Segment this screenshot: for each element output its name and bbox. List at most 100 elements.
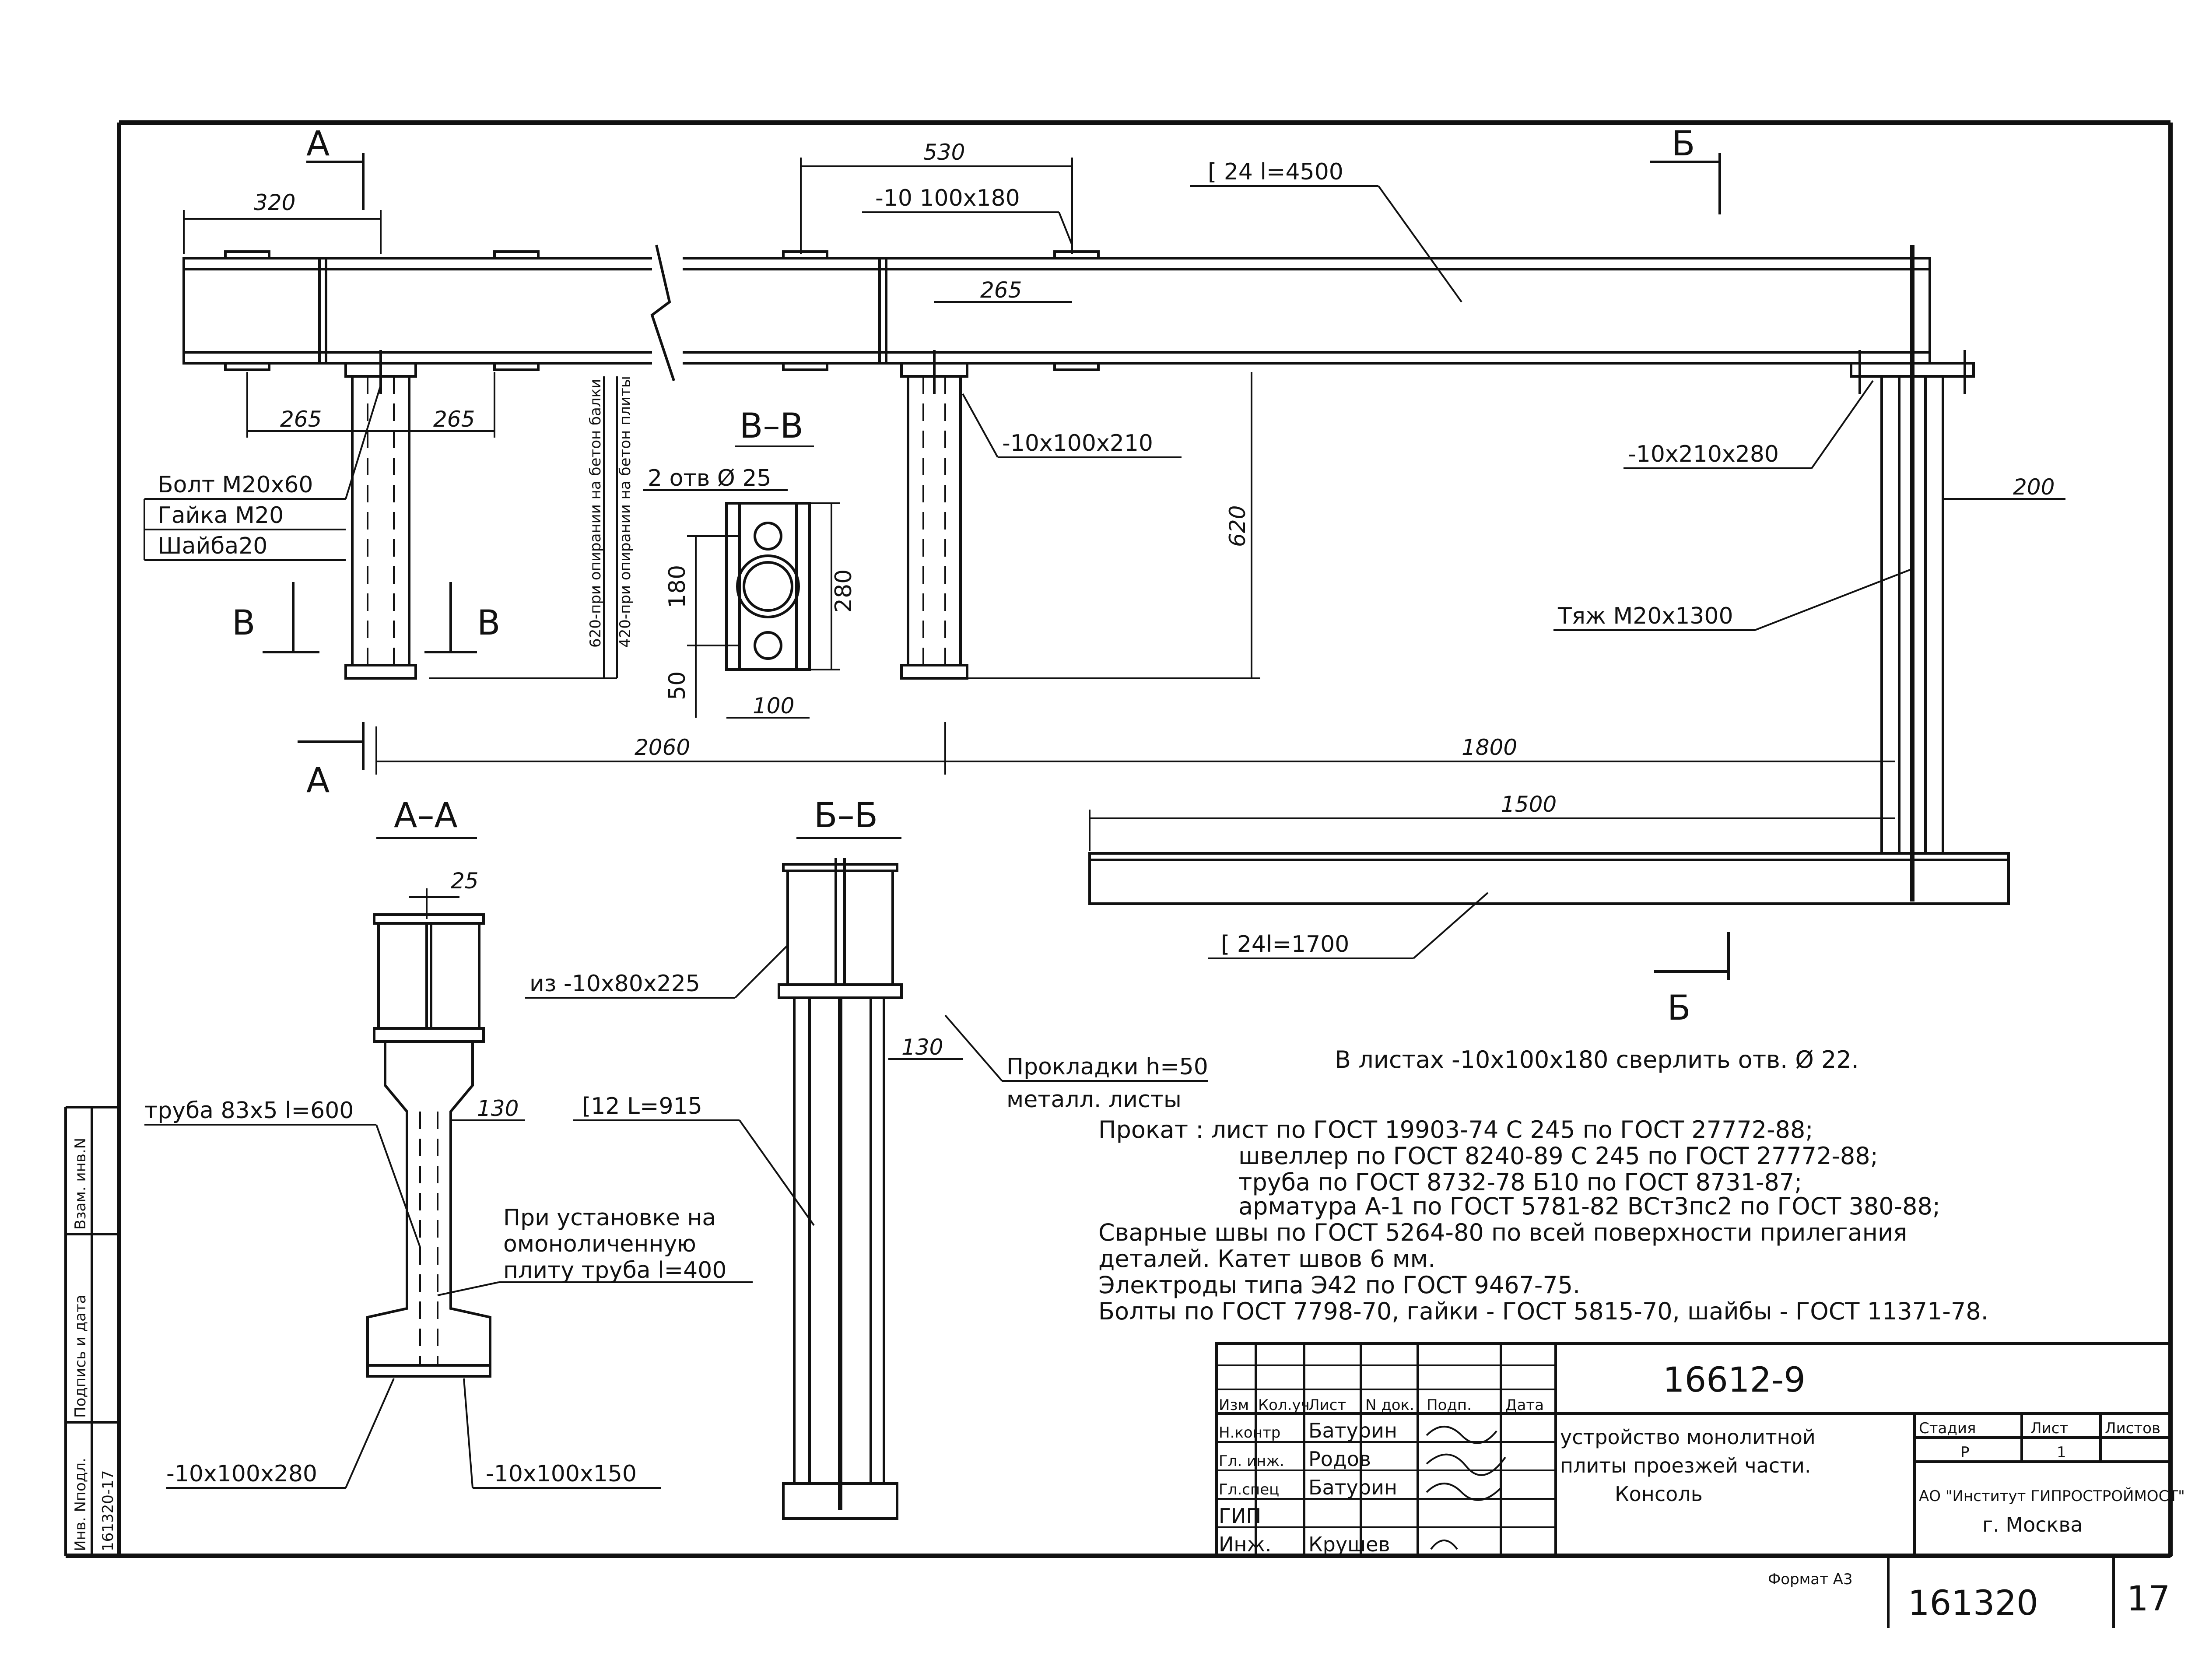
section-b-top: Б <box>1672 124 1695 164</box>
label-pads-2: металл. листы <box>1006 1087 1182 1113</box>
tb-inv-number: 161320 <box>1908 1584 2038 1623</box>
section-vv-title: В–В <box>740 407 803 446</box>
note-line-8: Электроды типа Э42 по ГОСТ 9467-75. <box>1098 1271 1580 1299</box>
section-bb-title: Б–Б <box>814 796 878 835</box>
note-line-4: труба по ГОСТ 8732-78 Б10 по ГОСТ 8731-8… <box>1238 1168 1802 1196</box>
tb-col-data: Дата <box>1505 1396 1544 1414</box>
stamp-label-inv: Инв. Nподл. <box>72 1458 89 1551</box>
section-a-bottom: А <box>306 761 330 800</box>
tb-role-2: Гл. инж. <box>1219 1452 1284 1470</box>
label-install-1: При установке на <box>503 1205 716 1231</box>
label-plate-top: -10 100x180 <box>875 185 1020 211</box>
label-bolt: Болт М20х60 <box>158 472 313 498</box>
holes-label: 2 отв Ø 25 <box>648 465 771 491</box>
dim-620: 620 <box>1225 505 1250 547</box>
tb-page-number: 17 <box>2127 1579 2170 1619</box>
signature-1 <box>1426 1426 1497 1444</box>
tb-role-5: Инж. <box>1219 1533 1272 1556</box>
label-install-2: омоноличенную <box>503 1231 696 1257</box>
support-note-420: 420-при опирании на бетон плиты <box>617 376 634 648</box>
tb-title-1: устройство монолитной <box>1560 1425 1816 1449</box>
leader-lines <box>144 185 1913 1489</box>
callout-labels: [ 24 l=4500 -10 100x180 -10x100x210 -10x… <box>144 159 1779 1487</box>
dim-130-b: 130 <box>901 1035 943 1060</box>
note-line-7: деталей. Катет швов 6 мм. <box>1098 1245 1435 1273</box>
general-notes: В листах -10х100х180 сверлить отв. Ø 22.… <box>1098 1046 1988 1325</box>
dim-25: 25 <box>451 868 479 894</box>
section-v-left: В <box>232 603 256 643</box>
right-column <box>1850 350 1975 901</box>
title-block: Изм Кол.уч Лист N док. Подп. Дата Н.конт… <box>1215 1342 2185 1628</box>
tb-stage-label: Стадия <box>1919 1420 1976 1437</box>
dim-1500: 1500 <box>1501 792 1557 817</box>
note-line-3: швеллер по ГОСТ 8240-89 С 245 по ГОСТ 27… <box>1238 1142 1878 1170</box>
tb-col-izm: Изм <box>1219 1396 1249 1414</box>
tb-col-podp: Подп. <box>1427 1396 1472 1414</box>
side-stamp: Инв. Nподл. Подпись и дата Взам. инв.N 1… <box>64 1106 119 1556</box>
support-note-620: 620-при опирании на бетон балки <box>587 379 604 648</box>
section-markers: А А Б Б В В <box>232 124 1730 1028</box>
tb-role-4: ГИП <box>1219 1504 1261 1528</box>
label-plate-base-2: -10х100х150 <box>486 1461 637 1487</box>
tb-sheet-label: Лист <box>2030 1420 2068 1437</box>
tb-doc-code: 16612-9 <box>1663 1361 1806 1400</box>
note-line-2: Прокат : лист по ГОСТ 19903-74 С 245 по … <box>1098 1116 1813 1143</box>
section-bb: Б–Б 130 <box>778 796 963 1520</box>
label-install-3: плиту труба l=400 <box>503 1257 726 1284</box>
label-channel-top: [ 24 l=4500 <box>1208 159 1343 185</box>
section-v-right: В <box>477 603 501 643</box>
dim-1800: 1800 <box>1462 735 1517 760</box>
tb-name-3: Батурин <box>1308 1476 1397 1499</box>
label-pads-1: Прокладки h=50 <box>1006 1054 1208 1080</box>
sheet-frame <box>66 120 2173 1558</box>
label-plate-aa: из -10х80х225 <box>529 971 700 997</box>
tb-role-3: Гл.спец <box>1219 1481 1279 1498</box>
tb-format: Формат А3 <box>1768 1571 1853 1588</box>
dim-530: 530 <box>923 140 965 165</box>
label-pipe: труба 83х5 l=600 <box>144 1098 354 1124</box>
signature-3 <box>1426 1483 1502 1501</box>
stamp-label-sign: Подпись и дата <box>72 1294 89 1418</box>
section-aa: А–А 25 130 <box>366 796 525 1378</box>
dim-280: 280 <box>831 569 857 613</box>
label-tie-rod: Тяж M20x1300 <box>1557 603 1733 629</box>
dim-200: 200 <box>2013 474 2055 500</box>
tb-org-2: г. Москва <box>1982 1513 2083 1536</box>
left-column <box>344 350 417 680</box>
tb-sheet-value: 1 <box>2057 1444 2066 1461</box>
dim-265-b: 265 <box>433 407 475 432</box>
tb-stage-value: Р <box>1960 1444 1970 1461</box>
tb-name-5: Крушев <box>1308 1533 1390 1556</box>
tb-name-2: Родов <box>1308 1447 1371 1471</box>
signature-5 <box>1430 1540 1458 1550</box>
signature-2 <box>1426 1453 1506 1476</box>
tb-col-ndok: N док. <box>1365 1396 1414 1414</box>
label-channel-bottom: [ 24l=1700 <box>1221 931 1349 957</box>
stamp-inv-value: 161320-17 <box>99 1470 117 1551</box>
label-plate-support: -10x100x210 <box>1002 430 1153 456</box>
dim-320: 320 <box>254 190 295 215</box>
bottom-channel-beam <box>1088 852 2010 905</box>
tb-title-2: плиты проезжей части. <box>1560 1454 1811 1477</box>
tb-title-3: Консоль <box>1615 1482 1703 1506</box>
note-line-1: В листах -10х100х180 сверлить отв. Ø 22. <box>1335 1046 1859 1073</box>
tb-sheets-label: Листов <box>2105 1420 2160 1437</box>
dim-130-a: 130 <box>477 1096 519 1121</box>
label-washer: Шайба20 <box>158 533 267 559</box>
label-plate-base-1: -10х100х280 <box>166 1461 317 1487</box>
label-channel-12: [12 L=915 <box>582 1093 702 1119</box>
dim-180: 180 <box>664 565 691 608</box>
dim-265-a: 265 <box>280 407 322 432</box>
middle-column <box>900 350 968 680</box>
section-a-top: А <box>306 124 330 164</box>
section-vv: В–В 2 отв Ø 25 180 50 280 100 <box>643 407 857 719</box>
dim-100: 100 <box>753 693 794 719</box>
dim-265-c: 265 <box>980 277 1022 303</box>
section-aa-title: А–А <box>394 796 458 835</box>
tb-name-1: Батурин <box>1308 1419 1397 1442</box>
dimension-lines: 530 320 265 265 265 620 200 2060 1800 15… <box>183 140 2065 851</box>
note-line-6: Сварные швы по ГОСТ 5264-80 по всей пове… <box>1098 1219 1907 1246</box>
tb-org-1: АО "Институт ГИПРОСТРОЙМОСТ" <box>1919 1487 2185 1505</box>
note-line-9: Болты по ГОСТ 7798-70, гайки - ГОСТ 5815… <box>1098 1298 1988 1325</box>
